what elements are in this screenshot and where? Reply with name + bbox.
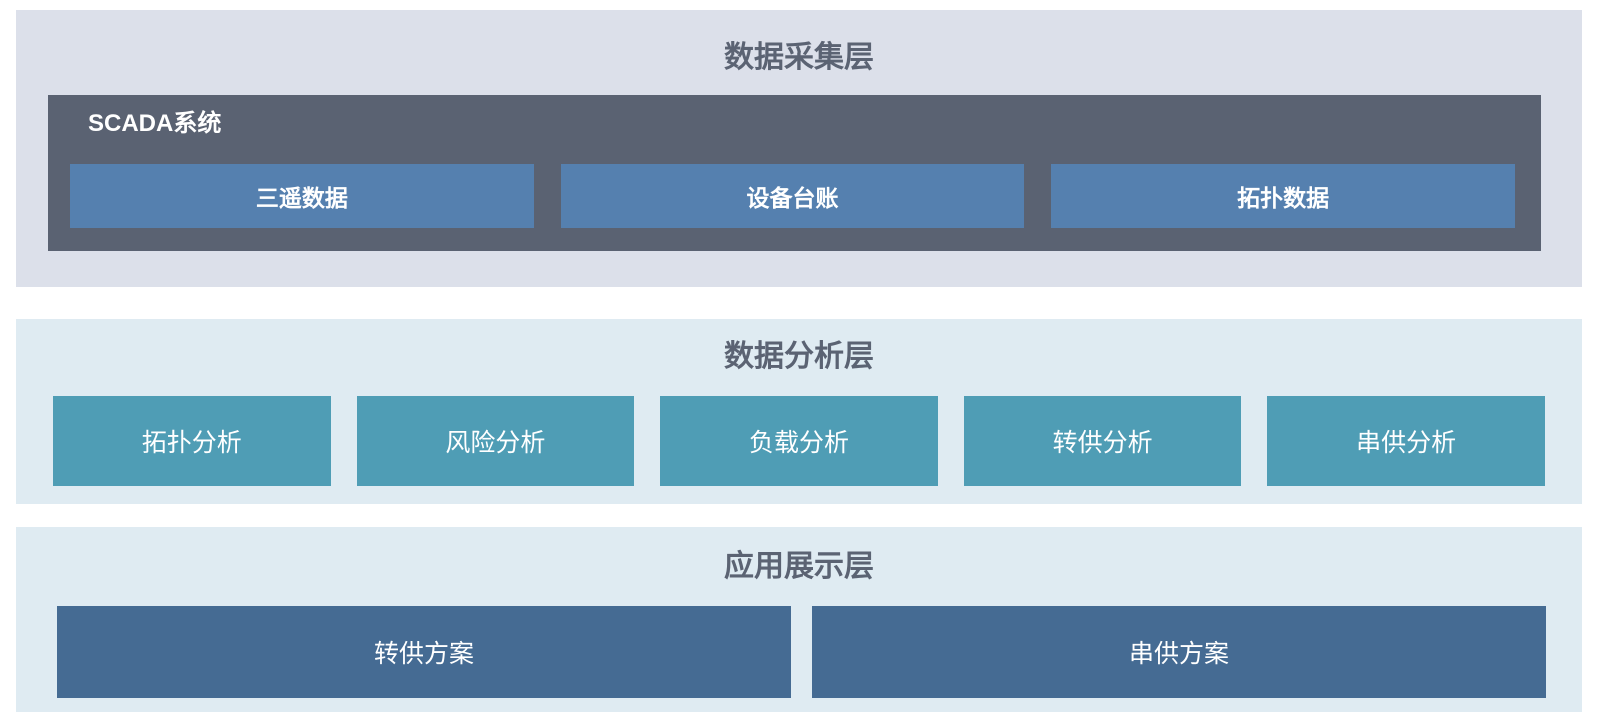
layer-title-data-analysis: 数据分析层 xyxy=(724,340,874,373)
box-topology-data: 拓扑数据 xyxy=(1051,164,1516,228)
box-risk-analysis: 风险分析 xyxy=(356,396,635,486)
scada-system-label: SCADA系统 xyxy=(88,110,222,137)
box-cascade-supply-analysis: 串供分析 xyxy=(1267,396,1545,486)
layer-title-application-display: 应用展示层 xyxy=(724,550,874,583)
box-transfer-supply-plan: 转供方案 xyxy=(57,606,791,698)
layer-title-data-collection: 数据采集层 xyxy=(724,41,874,74)
scada-system-group: SCADA系统 三遥数据 设备台账 拓扑数据 xyxy=(48,95,1541,251)
box-cascade-supply-plan: 串供方案 xyxy=(812,606,1546,698)
box-topology-analysis: 拓扑分析 xyxy=(53,396,331,486)
box-equipment-ledger: 设备台账 xyxy=(560,164,1025,228)
application-items-row: 转供方案 串供方案 xyxy=(57,606,1546,698)
scada-items-row: 三遥数据 设备台账 拓扑数据 xyxy=(70,164,1516,228)
box-telemetry-data: 三遥数据 xyxy=(70,164,534,228)
layer-application-display: 应用展示层 转供方案 串供方案 xyxy=(16,527,1582,712)
layer-data-collection: 数据采集层 SCADA系统 三遥数据 设备台账 拓扑数据 xyxy=(16,10,1582,287)
box-load-analysis: 负载分析 xyxy=(660,396,938,486)
box-transfer-supply-analysis: 转供分析 xyxy=(963,396,1242,486)
layer-data-analysis: 数据分析层 拓扑分析 风险分析 负载分析 转供分析 串供分析 xyxy=(16,319,1582,504)
analysis-items-row: 拓扑分析 风险分析 负载分析 转供分析 串供分析 xyxy=(53,396,1545,486)
